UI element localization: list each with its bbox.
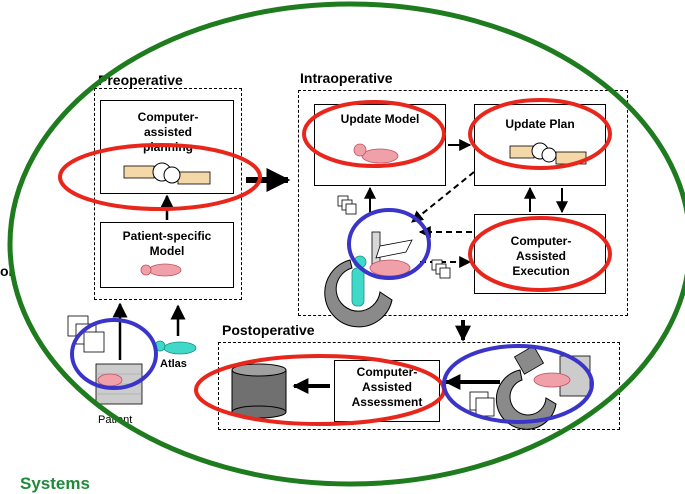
patient-specific-model-label: Patient-specific Model — [122, 229, 212, 258]
patient-model-figure — [140, 263, 182, 277]
preoperative-heading: Preoperative — [98, 72, 183, 88]
intraoperative-heading: Intraoperative — [300, 70, 393, 86]
big-green-ellipse — [7, 1, 685, 487]
red-ellipse-update-plan — [468, 98, 612, 170]
red-ellipse-planning — [58, 143, 262, 211]
systems-fragment: Systems — [20, 474, 90, 493]
update-model-figure — [353, 143, 399, 164]
update-model-box — [314, 104, 446, 186]
computer-assisted-execution-label: Computer-Assisted Execution — [510, 234, 572, 278]
arrow-plan-to-device-dashed — [411, 171, 475, 223]
update-model-label: Update Model — [340, 112, 420, 126]
bone-plan-icon — [123, 162, 211, 185]
blue-ellipse-patient — [70, 318, 158, 390]
red-ellipse-update-model — [302, 100, 446, 168]
atlas-figure — [154, 340, 197, 355]
image-stack-icon — [337, 195, 451, 279]
atlas-label: Atlas — [160, 358, 187, 370]
update-plan-label: Update Plan — [505, 117, 575, 131]
postoperative-device — [469, 345, 591, 430]
intraoperative-device — [324, 231, 413, 328]
computer-assisted-assessment-label: Computer-Assisted Assessment — [351, 365, 423, 409]
blue-ellipse-postop-device — [442, 344, 594, 424]
postoperative-heading: Postoperative — [222, 322, 315, 338]
database-icon — [231, 363, 287, 419]
patient-specific-model-box — [100, 222, 234, 288]
bone-plan-update-icon — [509, 142, 587, 165]
red-ellipse-execution — [468, 216, 612, 292]
blue-ellipse-device — [347, 208, 431, 280]
